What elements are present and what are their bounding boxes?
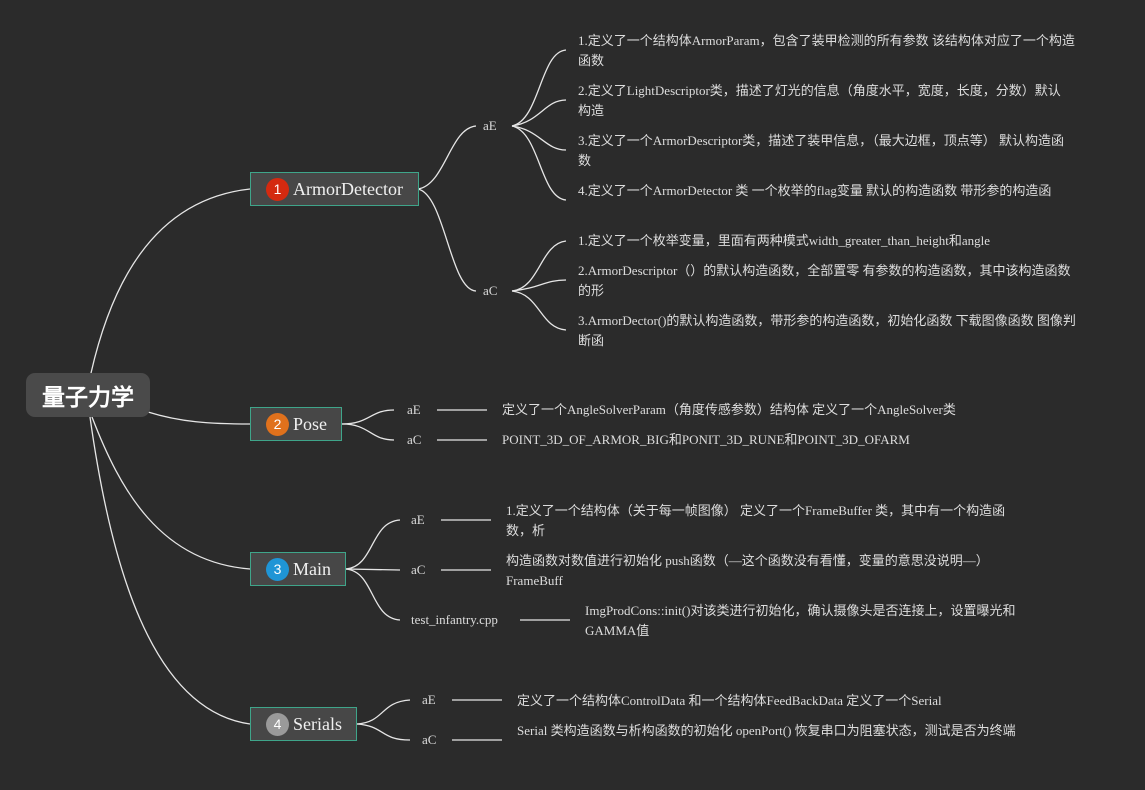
branch-label: Pose — [293, 413, 328, 434]
branch-label: Main — [293, 558, 331, 579]
leaf-note[interactable]: 2.定义了LightDescriptor类，描述了灯光的信息（角度水平，宽度，长… — [578, 83, 1061, 118]
subtopic-ae[interactable]: aE — [411, 512, 425, 527]
branch-label: ArmorDetector — [293, 178, 403, 199]
root-topic[interactable]: 量子力学 — [26, 373, 150, 417]
leaf-note[interactable]: POINT_3D_OF_ARMOR_BIG和PONIT_3D_RUNE和POIN… — [502, 432, 910, 447]
branch-number-badge: 3 — [266, 557, 289, 581]
branch-serials[interactable]: 4 Serials — [250, 707, 357, 741]
leaf-note[interactable]: 3.ArmorDector()的默认构造函数，带形参的构造函数，初始化函数 下载… — [578, 313, 1076, 348]
leaf-note[interactable]: 1.定义了一个结构体（关于每一帧图像） 定义了一个FrameBuffer 类，其… — [506, 503, 1006, 538]
leaf-note[interactable]: 1.定义了一个枚举变量，里面有两种模式width_greater_than_he… — [578, 233, 990, 248]
subtopic-ac[interactable]: aC — [411, 562, 426, 577]
subtopic-ac[interactable]: aC — [422, 732, 437, 747]
leaf-note[interactable]: 构造函数对数值进行初始化 push函数（—这个函数没有看懂，变量的意思没说明—）… — [506, 553, 989, 588]
leaf-note[interactable]: 3.定义了一个ArmorDescriptor类，描述了装甲信息，（最大边框，顶点… — [578, 133, 1065, 168]
leaf-note[interactable]: Serial 类构造函数与析构函数的初始化 openPort() 恢复串口为阻塞… — [517, 723, 1016, 738]
leaf-note[interactable]: 4.定义了一个ArmorDetector 类 一个枚举的flag变量 默认的构造… — [578, 183, 1052, 198]
branch-armordetector[interactable]: 1 ArmorDetector — [250, 172, 419, 206]
branch-number-badge: 2 — [266, 412, 289, 436]
root-topic-label: 量子力学 — [42, 385, 134, 411]
branch-pose[interactable]: 2 Pose — [250, 407, 342, 441]
subtopic-ae[interactable]: aE — [422, 692, 436, 707]
subtopic-ae[interactable]: aE — [407, 402, 421, 417]
leaf-note[interactable]: 2.ArmorDescriptor（）的默认构造函数，全部置零 有参数的构造函数… — [578, 263, 1071, 298]
leaf-note[interactable]: 定义了一个AngleSolverParam（角度传感参数）结构体 定义了一个An… — [502, 402, 956, 417]
branch-main[interactable]: 3 Main — [250, 552, 346, 586]
leaf-note[interactable]: 定义了一个结构体ControlData 和一个结构体FeedBackData 定… — [517, 693, 942, 708]
branch-label: Serials — [293, 713, 342, 734]
subtopic-test-infantry[interactable]: test_infantry.cpp — [411, 612, 498, 627]
subtopic-ae[interactable]: aE — [483, 118, 497, 133]
leaf-note[interactable]: 1.定义了一个结构体ArmorParam，包含了装甲检测的所有参数 该结构体对应… — [578, 33, 1075, 68]
branch-number-badge: 1 — [266, 177, 289, 201]
leaf-note[interactable]: ImgProdCons::init()对该类进行初始化，确认摄像头是否连接上，设… — [585, 603, 1016, 638]
subtopic-ac[interactable]: aC — [483, 283, 498, 298]
subtopic-ac[interactable]: aC — [407, 432, 422, 447]
branch-number-badge: 4 — [266, 712, 289, 736]
